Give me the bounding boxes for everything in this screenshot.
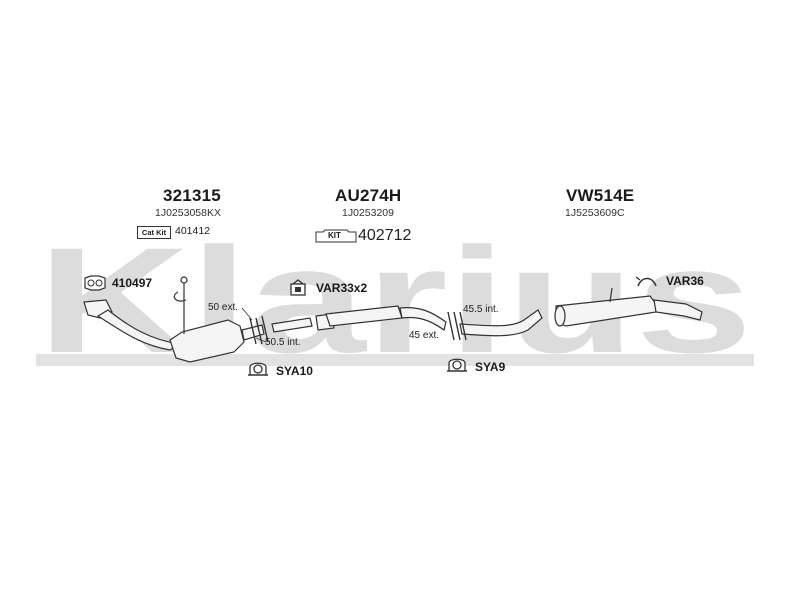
front-part-number: 321315 [163,186,221,205]
front-pipe [96,309,182,351]
middle-oem-ref: 1J0253209 [342,207,394,219]
rubber-mount-icon [248,362,268,376]
fitting-kit-badge-text: KIT [328,231,341,240]
clamp-middle-code: VAR33x2 [316,281,368,295]
gasket-code: 410497 [112,276,153,290]
mount-front-code: SYA10 [276,364,313,378]
measurement-45-5-int: 45.5 int. [463,304,499,315]
measurement-50-ext: 50 ext. [208,302,239,313]
clamp-rear-code: VAR36 [666,274,704,288]
bracket-icon [636,276,657,287]
rear-tailpipe [653,299,703,321]
front-oem-ref: 1J0253058KX [155,207,221,219]
measurement-45-ext: 45 ext. [409,330,440,341]
rear-hanger [609,287,613,303]
fitting-kit-number: 402712 [358,227,412,244]
rear-oem-ref: 1J5253609C [565,207,625,219]
middle-pipe-front [271,317,313,333]
fitting-kit-badge [315,229,357,243]
mount-rear-code: SYA9 [475,360,506,374]
rear-pipe-front [459,309,543,337]
measurement-50-5-int: 50.5 int. [265,337,301,348]
catalytic-converter [169,319,245,363]
middle-pipe-rear [399,307,447,332]
middle-part-number: AU274H [335,186,402,205]
clamp-icon [290,279,306,296]
cat-kit-badge-text: Cat Kit [141,228,167,237]
gasket-icon [84,275,106,291]
cat-kit-badge: Cat Kit [137,226,171,239]
rear-part-number: VW514E [566,186,635,205]
middle-silencer [325,305,403,327]
cat-kit-number: 401412 [175,225,211,237]
rear-silencer [555,295,657,327]
watermark-bar [36,354,754,366]
rubber-mount-icon [447,358,467,372]
